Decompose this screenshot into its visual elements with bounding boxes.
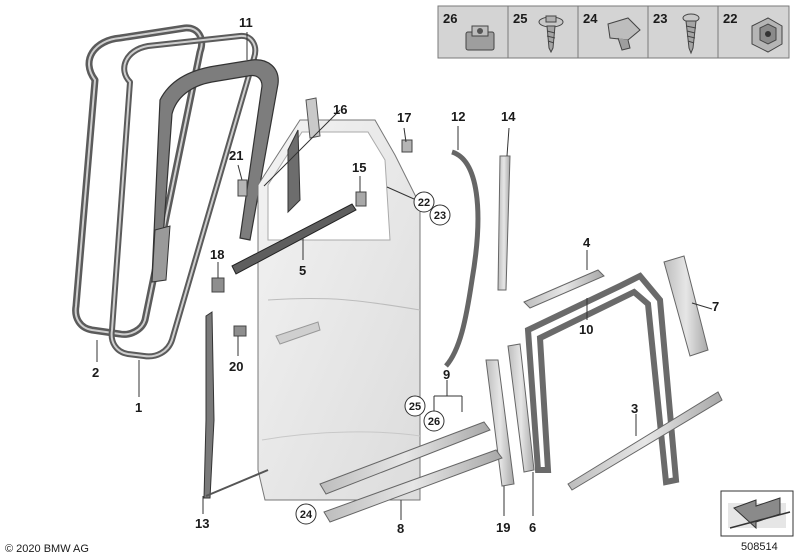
vertical-trim-6 bbox=[507, 343, 535, 473]
callout-14: 14 bbox=[501, 109, 516, 124]
callout-3: 3 bbox=[631, 401, 638, 416]
callout-16: 16 bbox=[333, 102, 347, 117]
svg-text:23: 23 bbox=[434, 210, 446, 222]
callout-19: 19 bbox=[496, 520, 510, 535]
window-frame-seal bbox=[524, 272, 680, 486]
callout-11: 11 bbox=[239, 15, 253, 30]
window-channel-inner bbox=[231, 203, 357, 275]
callout-2: 2 bbox=[92, 365, 99, 380]
circled-ref-26: 26 bbox=[423, 410, 445, 432]
callout-4: 4 bbox=[583, 235, 591, 250]
door-frame-seal bbox=[151, 59, 279, 283]
svg-text:24: 24 bbox=[300, 509, 313, 521]
bracket-15 bbox=[355, 191, 367, 207]
callout-15: 15 bbox=[352, 160, 366, 175]
bracket-17 bbox=[401, 139, 413, 153]
lower-door-seal bbox=[203, 311, 215, 499]
callout-20: 20 bbox=[229, 359, 243, 374]
callout-9: 9 bbox=[443, 367, 450, 382]
door-panel bbox=[257, 119, 421, 501]
circled-ref-24: 24 bbox=[295, 503, 317, 525]
callout-18: 18 bbox=[210, 247, 224, 262]
bracket-18 bbox=[211, 277, 225, 293]
callout-7: 7 bbox=[712, 299, 719, 314]
callout-8: 8 bbox=[397, 521, 404, 536]
door-seal-outer bbox=[72, 24, 206, 338]
expanding-nut-icon bbox=[751, 17, 783, 53]
callout-17: 17 bbox=[397, 110, 411, 125]
callout-21: 21 bbox=[229, 148, 243, 163]
edge-seal bbox=[444, 149, 481, 368]
orientation-arrow-icon bbox=[720, 490, 794, 537]
header-part-22: 22 bbox=[723, 11, 737, 26]
header-part-23: 23 bbox=[653, 11, 667, 26]
outer-window-strip bbox=[567, 391, 723, 491]
document-number: 508514 bbox=[741, 541, 778, 553]
callout-10: 10 bbox=[579, 322, 593, 337]
nut-clip-icon bbox=[465, 25, 495, 51]
clip-icon bbox=[607, 17, 641, 51]
callout-13: 13 bbox=[195, 516, 209, 531]
door-seal-inner bbox=[108, 32, 259, 360]
circled-ref-25: 25 bbox=[404, 395, 426, 417]
fastener-header-strip: 26 25 24 23 22 bbox=[437, 5, 790, 59]
svg-text:25: 25 bbox=[409, 401, 421, 413]
callout-5: 5 bbox=[299, 263, 306, 278]
copyright-text: © 2020 BMW AG bbox=[5, 543, 89, 555]
b-pillar-cover bbox=[287, 129, 301, 214]
callout-12: 12 bbox=[451, 109, 465, 124]
header-part-24: 24 bbox=[583, 11, 598, 26]
header-part-26: 26 bbox=[443, 11, 457, 26]
screw-washer-icon bbox=[538, 15, 564, 54]
header-part-25: 25 bbox=[513, 11, 527, 26]
window-shaft-strip bbox=[523, 269, 605, 309]
leader-lines bbox=[96, 32, 713, 520]
pillar-trim bbox=[305, 97, 321, 139]
svg-text:26: 26 bbox=[428, 416, 440, 428]
callout-6: 6 bbox=[529, 520, 536, 535]
corner-trim bbox=[663, 255, 709, 357]
frame-trim-strip bbox=[497, 155, 511, 291]
svg-text:22: 22 bbox=[418, 197, 430, 209]
door-moulding-upper bbox=[319, 421, 491, 495]
circled-ref-23: 23 bbox=[429, 204, 451, 226]
tapping-screw-icon bbox=[682, 13, 700, 55]
circled-ref-22: 22 bbox=[413, 191, 435, 213]
door-moulding-lower bbox=[323, 449, 503, 523]
bracket-21 bbox=[237, 179, 248, 197]
callout-1: 1 bbox=[135, 400, 142, 415]
vertical-trim-19 bbox=[485, 359, 515, 487]
bracket-20 bbox=[233, 325, 247, 337]
